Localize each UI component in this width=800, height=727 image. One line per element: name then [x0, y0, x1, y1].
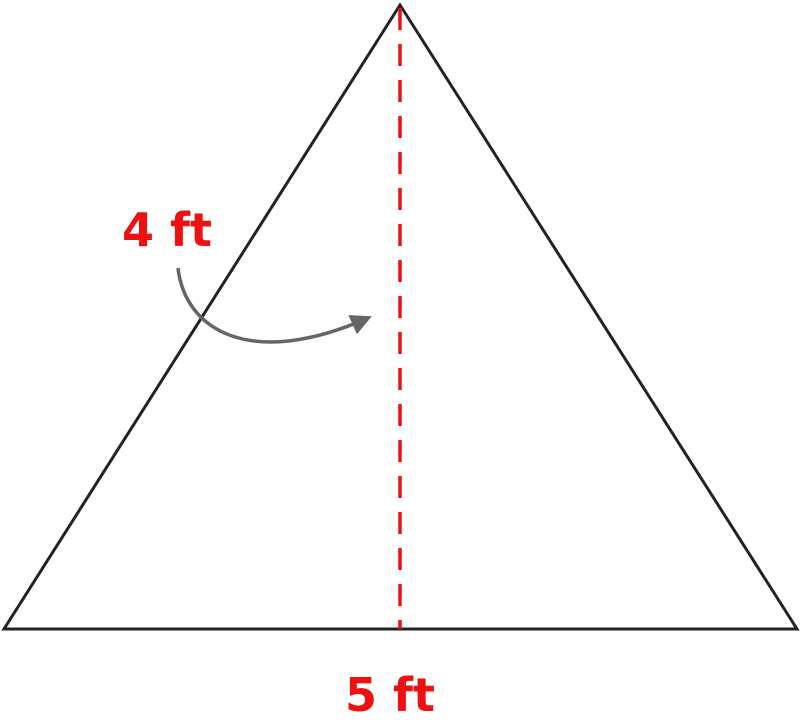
height-label: 4 ft — [122, 203, 212, 257]
base-label: 5 ft — [345, 668, 435, 722]
curved-arrow — [176, 267, 372, 344]
